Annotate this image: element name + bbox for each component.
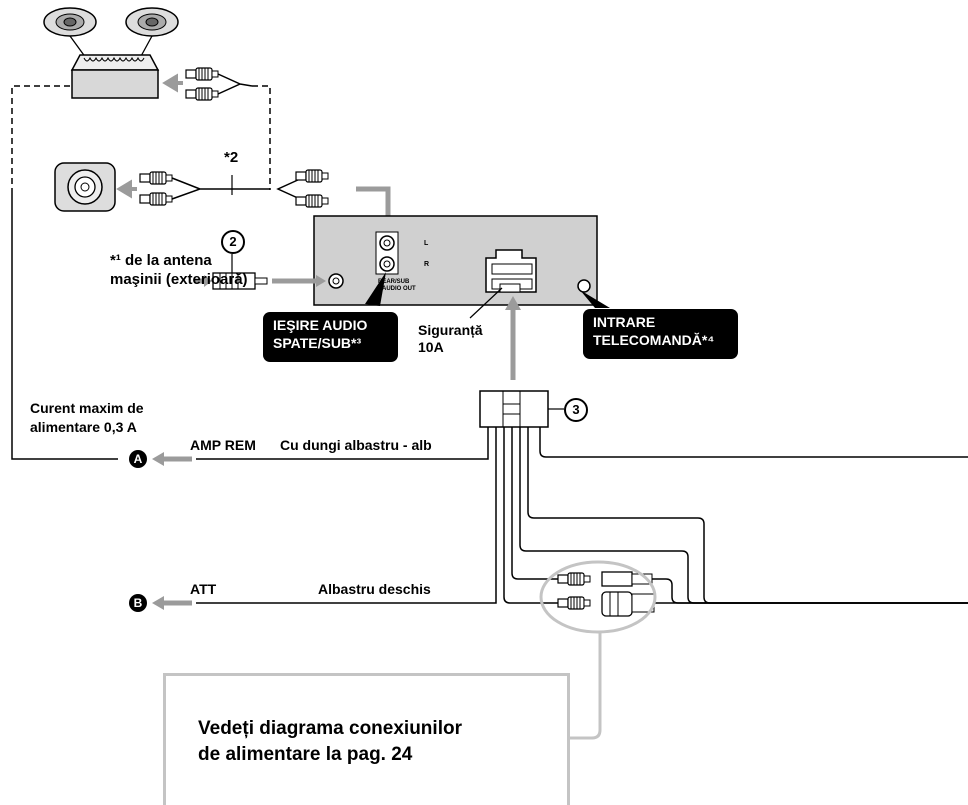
harness-connector-icon — [479, 390, 564, 428]
amplifier-icon — [70, 54, 160, 99]
unit-label-r: R — [424, 261, 430, 268]
label-antenna: *¹ de la antena maşinii (exterioară) — [110, 252, 248, 288]
callout-remote-in: INTRARE TELECOMANDĂ*⁴ — [583, 309, 738, 359]
label-max-current: Curent maxim de alimentare 0,3 A — [30, 400, 144, 435]
marker-3: 3 — [564, 398, 588, 422]
note-box: Vedeți diagrama conexiunilor de alimenta… — [163, 673, 570, 805]
subwoofer-icon — [54, 162, 116, 212]
label-att: ATT — [190, 581, 217, 597]
highlight-ellipse — [539, 560, 657, 634]
marker-b: B — [129, 594, 147, 612]
callout-rear-audio-out: IEŞIRE AUDIO SPATE/SUB*³ — [263, 312, 398, 362]
optional-connection-dashed-line — [11, 85, 271, 190]
marker-a: A — [129, 450, 147, 468]
plug-connector-icon — [601, 571, 655, 617]
speaker-right-icon — [125, 7, 179, 59]
label-light-blue: Albastru deschis — [318, 581, 431, 597]
label-fuse: Siguranță 10A — [418, 322, 483, 355]
label-blue-white: Cu dungi albastru - alb — [280, 437, 432, 453]
wire-bundle — [196, 427, 968, 604]
head-unit — [313, 215, 598, 306]
label-amp-rem: AMP REM — [190, 437, 256, 453]
unit-label-audio-out: AUDIO OUT — [382, 286, 416, 292]
unit-label-rear-sub: REAR/SUB — [378, 279, 410, 285]
antenna-adapter-icon — [212, 254, 268, 290]
note-text: Vedeți diagrama conexiunilor de alimenta… — [198, 718, 462, 765]
marker-2: 2 — [221, 230, 245, 254]
speaker-left-icon — [43, 7, 97, 59]
unit-label-l: L — [424, 240, 429, 247]
label-star2: *2 — [224, 149, 239, 166]
